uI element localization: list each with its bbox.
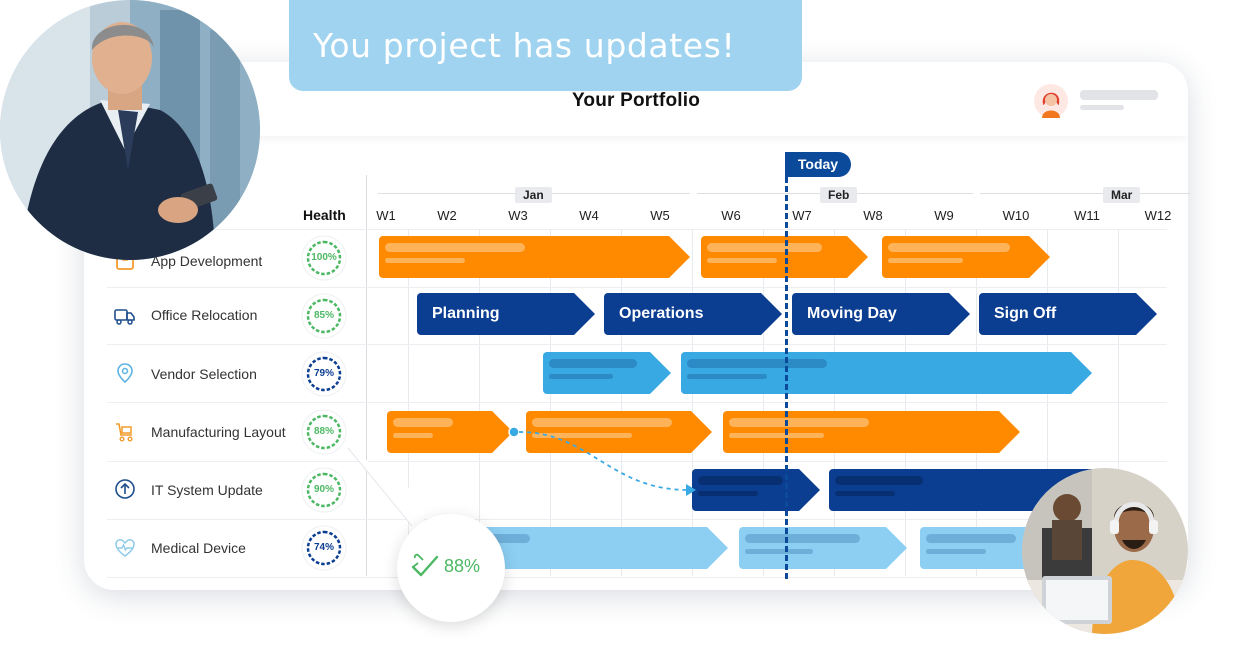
- week-label: W6: [721, 208, 741, 223]
- businessman-photo: [0, 0, 260, 260]
- project-name[interactable]: Manufacturing Layout: [151, 424, 286, 440]
- grid-line: [834, 230, 835, 576]
- phase-bar-moving-day[interactable]: Moving Day: [792, 293, 970, 335]
- phase-label: Operations: [619, 305, 704, 322]
- row-divider: [107, 402, 1167, 403]
- task-bar[interactable]: [692, 469, 820, 511]
- grid-line: [366, 175, 367, 576]
- health-gauge: 79%: [301, 351, 347, 397]
- week-label: W8: [863, 208, 883, 223]
- tooltip-pointer: [347, 447, 442, 527]
- banner-text: You project has updates!: [313, 26, 736, 65]
- grid-line: [692, 230, 693, 576]
- row-divider: [107, 519, 1167, 520]
- health-gauge: 74%: [301, 525, 347, 571]
- today-marker-line: [785, 177, 788, 579]
- truck-icon: [114, 309, 135, 325]
- grid-line: [479, 230, 480, 576]
- health-value: 90%: [313, 484, 334, 495]
- task-bar[interactable]: [739, 527, 907, 569]
- grid-line: [550, 230, 551, 576]
- month-rule-mar: [980, 193, 1190, 194]
- task-bar[interactable]: [379, 236, 690, 278]
- week-label: W12: [1144, 208, 1172, 223]
- month-label-mar: Mar: [1103, 187, 1141, 203]
- update-banner: You project has updates!: [289, 0, 802, 91]
- health-value: 74%: [313, 542, 334, 553]
- row-divider: [107, 287, 1167, 288]
- user-avatar[interactable]: [1034, 84, 1068, 118]
- grid-line: [905, 230, 906, 576]
- month-label-feb: Feb: [820, 187, 858, 203]
- health-gauge: 85%: [301, 293, 347, 339]
- health-value: 79%: [313, 368, 334, 379]
- today-marker-label: Today: [785, 152, 851, 177]
- task-bar[interactable]: [681, 352, 1092, 394]
- health-gauge: 90%: [301, 467, 347, 513]
- health-column-header: Health: [303, 207, 346, 223]
- week-label: W5: [650, 208, 670, 223]
- grid-line: [1118, 230, 1119, 576]
- tooltip-value: 88%: [444, 556, 481, 576]
- week-label: W1: [376, 208, 396, 223]
- task-bar[interactable]: [701, 236, 868, 278]
- phase-bar-operations[interactable]: Operations: [604, 293, 782, 335]
- task-bar[interactable]: [474, 527, 728, 569]
- user-role-placeholder: [1080, 105, 1124, 110]
- developer-photo: [1022, 468, 1188, 634]
- user-name-placeholder: [1080, 90, 1158, 100]
- task-bar[interactable]: [526, 411, 712, 453]
- phase-label: Moving Day: [807, 305, 897, 322]
- page-title: Your Portfolio: [571, 90, 701, 111]
- week-label: W4: [579, 208, 599, 223]
- week-label: W2: [437, 208, 457, 223]
- health-value: 88%: [313, 426, 334, 437]
- health-gauge: 100%: [301, 235, 347, 281]
- task-bar[interactable]: [387, 411, 513, 453]
- check-badge-icon: [411, 553, 439, 577]
- phase-label: Planning: [432, 305, 500, 322]
- dependency-arrow: [508, 426, 696, 496]
- task-bar[interactable]: [543, 352, 671, 394]
- cart-icon: [116, 423, 133, 442]
- phase-label: Sign Off: [994, 305, 1057, 322]
- phase-bar-planning[interactable]: Planning: [417, 293, 595, 335]
- health-value: 85%: [313, 310, 334, 321]
- health-tooltip: 88%: [397, 514, 505, 622]
- grid-line: [408, 230, 409, 576]
- heart-pulse-icon: [115, 539, 135, 557]
- health-gauge: 88%: [301, 409, 347, 455]
- week-label: W3: [508, 208, 528, 223]
- week-label: W11: [1074, 208, 1100, 223]
- task-bar[interactable]: [723, 411, 1020, 453]
- grid-line: [1047, 230, 1048, 576]
- row-divider: [107, 229, 1167, 230]
- row-divider: [107, 461, 1167, 462]
- project-name[interactable]: Office Relocation: [151, 307, 258, 323]
- month-label-jan: Jan: [515, 187, 552, 203]
- grid-line: [763, 230, 764, 576]
- project-name[interactable]: App Development: [151, 253, 263, 269]
- phase-bar-sign-off[interactable]: Sign Off: [979, 293, 1157, 335]
- row-divider: [107, 577, 1167, 578]
- project-name[interactable]: IT System Update: [151, 482, 263, 498]
- project-name[interactable]: Vendor Selection: [151, 366, 257, 382]
- project-name[interactable]: Medical Device: [151, 540, 246, 556]
- week-label: W7: [792, 208, 812, 223]
- week-label: W10: [1002, 208, 1030, 223]
- location-pin-icon: [117, 363, 133, 384]
- grid-line: [621, 230, 622, 576]
- health-value: 100%: [311, 252, 337, 263]
- arrow-up-circle-icon: [115, 479, 135, 499]
- grid-line: [976, 230, 977, 576]
- row-divider: [107, 344, 1167, 345]
- task-bar[interactable]: [882, 236, 1050, 278]
- week-label: W9: [934, 208, 954, 223]
